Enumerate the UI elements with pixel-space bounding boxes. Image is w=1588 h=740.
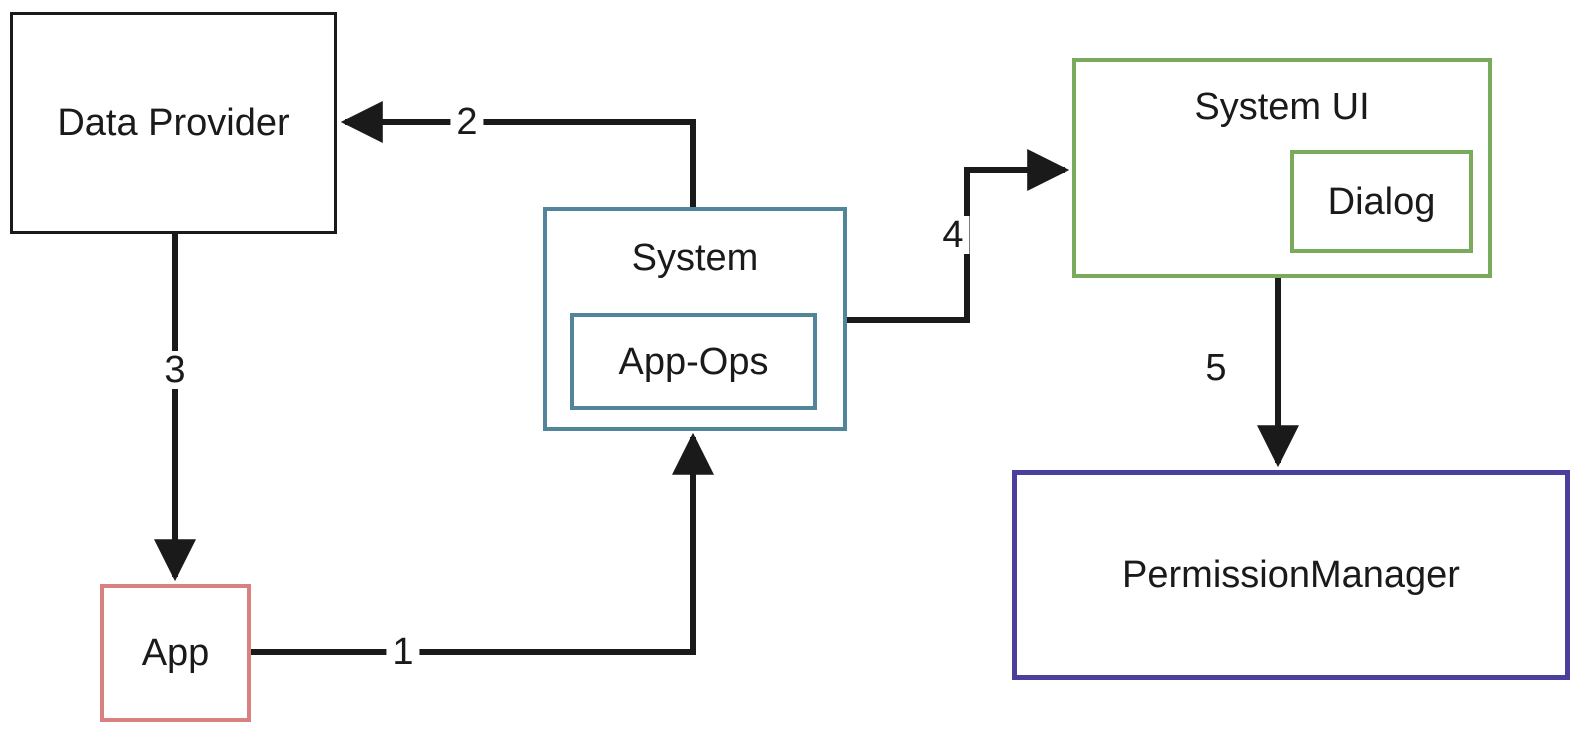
node-dialog[interactable]: Dialog bbox=[1290, 150, 1473, 253]
node-data-provider[interactable]: Data Provider bbox=[10, 12, 337, 234]
edge-4-label: 4 bbox=[936, 216, 970, 254]
node-permission-manager-label: PermissionManager bbox=[1122, 554, 1460, 596]
node-system-ui-label: System UI bbox=[1194, 86, 1370, 128]
node-app[interactable]: App bbox=[100, 584, 251, 722]
edge-1-label: 1 bbox=[386, 633, 420, 671]
edge-2-path bbox=[340, 101, 696, 207]
node-system-label: System bbox=[631, 237, 759, 279]
edge-1-path bbox=[251, 432, 714, 655]
edge-2-label: 2 bbox=[450, 103, 484, 141]
node-app-ops-label: App-Ops bbox=[618, 340, 769, 383]
node-permission-manager[interactable]: PermissionManager bbox=[1012, 470, 1570, 680]
node-data-provider-label: Data Provider bbox=[57, 102, 290, 144]
node-dialog-label: Dialog bbox=[1327, 180, 1436, 223]
edge-3-label: 3 bbox=[158, 351, 192, 389]
node-app-label: App bbox=[141, 632, 210, 674]
edge-5-label: 5 bbox=[1199, 349, 1233, 387]
node-app-ops[interactable]: App-Ops bbox=[570, 313, 817, 410]
